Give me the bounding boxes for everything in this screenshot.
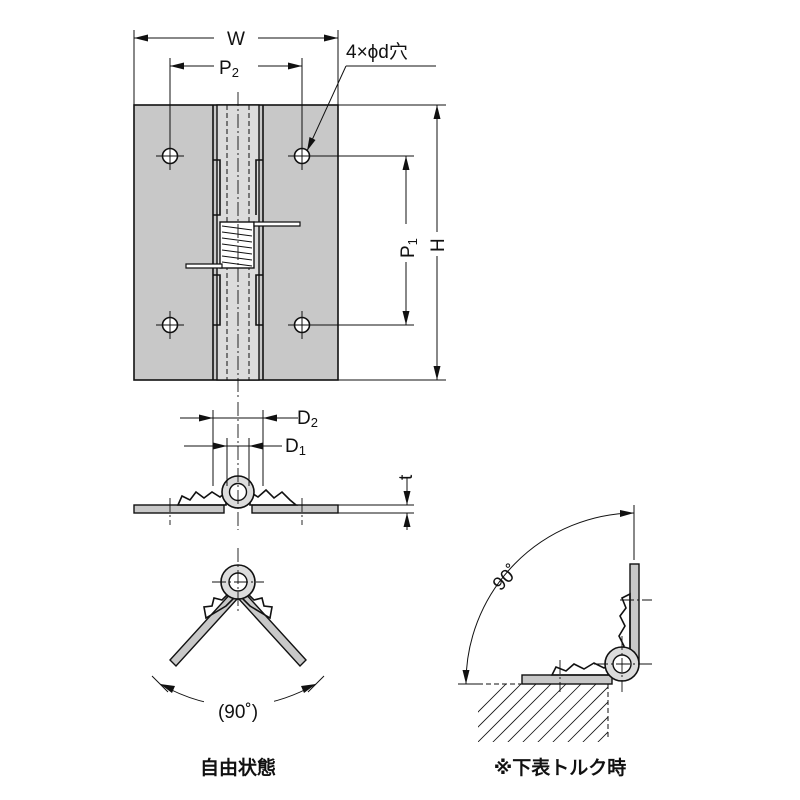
width-label: W	[227, 29, 245, 50]
free-state-caption: 自由状態	[200, 756, 276, 779]
side-view: D2 D1 t	[133, 402, 417, 530]
height-dimension: H	[338, 104, 449, 381]
width-dimension: W	[133, 26, 339, 105]
torque-state-view: 90˚	[458, 505, 652, 742]
spring-leg-upper	[253, 221, 301, 227]
spring-leg-lower	[185, 263, 223, 269]
torsion-spring	[219, 221, 255, 269]
pitch2-label: P2	[219, 58, 239, 80]
thickness-label: t	[396, 474, 417, 480]
pitch2-dimension: P2	[169, 54, 303, 142]
free-state-view: (90˚)	[151, 548, 325, 724]
hole-spec-label: 4×ϕd穴	[346, 41, 408, 63]
front-view: W P2 4×ϕd穴 P1	[133, 26, 449, 400]
free-angle-label: (90˚)	[218, 702, 258, 723]
diameter1-dimension: D1	[184, 436, 306, 486]
height-label: H	[428, 238, 449, 252]
torque-leaf-horizontal	[521, 674, 613, 685]
ground-hatch	[478, 684, 608, 742]
thickness-dimension: t	[338, 474, 417, 530]
leaf-right	[251, 504, 339, 514]
diameter2-dimension: D2	[180, 408, 318, 486]
leaf-left	[133, 504, 225, 514]
pitch1-label: P1	[398, 238, 420, 258]
hole-leader: 4×ϕd穴	[306, 41, 436, 152]
torque-state-caption: ※下表トルク時	[494, 756, 626, 779]
mounting-holes	[156, 142, 316, 339]
diameter2-label: D2	[297, 408, 318, 430]
pitch1-dimension: P1	[316, 155, 420, 326]
diameter1-label: D1	[285, 436, 306, 458]
